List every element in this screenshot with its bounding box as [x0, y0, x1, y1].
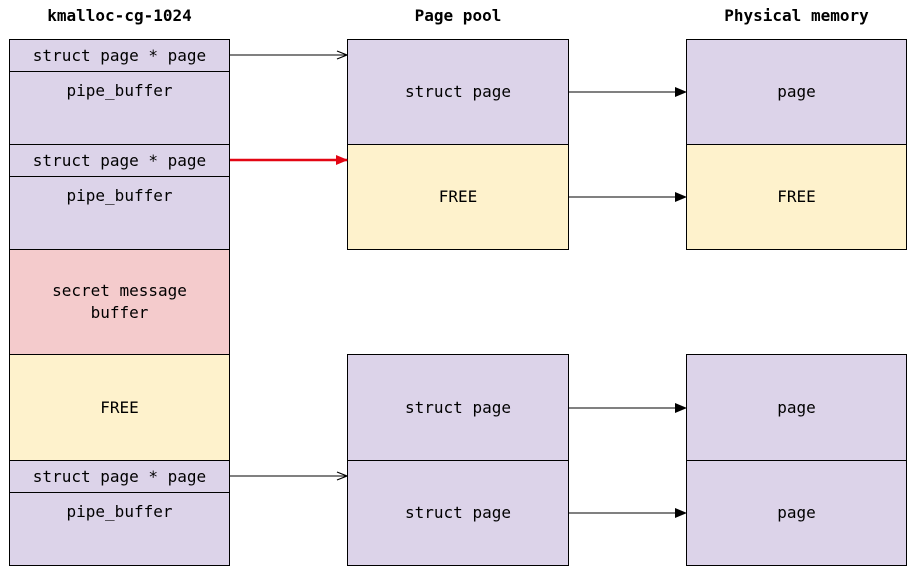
pool-free-slot: FREE	[347, 144, 569, 250]
pointer-field-2: struct page * page	[9, 144, 230, 177]
pool-struct-page-3: struct page	[347, 460, 569, 566]
pointer-field-1: struct page * page	[9, 39, 230, 72]
physical-memory-title: Physical memory	[724, 6, 869, 25]
secret-message-buffer: secret message buffer	[9, 249, 230, 355]
pipe-buffer-1: pipe_buffer	[9, 71, 230, 145]
pointer-field-3: struct page * page	[9, 460, 230, 493]
physical-page-3: page	[686, 460, 907, 566]
kmalloc-title: kmalloc-cg-1024	[47, 6, 192, 25]
pipe-buffer-3: pipe_buffer	[9, 492, 230, 566]
physical-free-page: FREE	[686, 144, 907, 250]
page-pool-title: Page pool	[414, 6, 502, 25]
pipe-buffer-2: pipe_buffer	[9, 176, 230, 250]
physical-page-2: page	[686, 354, 907, 461]
pool-struct-page-2: struct page	[347, 354, 569, 461]
kmalloc-free-slot: FREE	[9, 354, 230, 461]
